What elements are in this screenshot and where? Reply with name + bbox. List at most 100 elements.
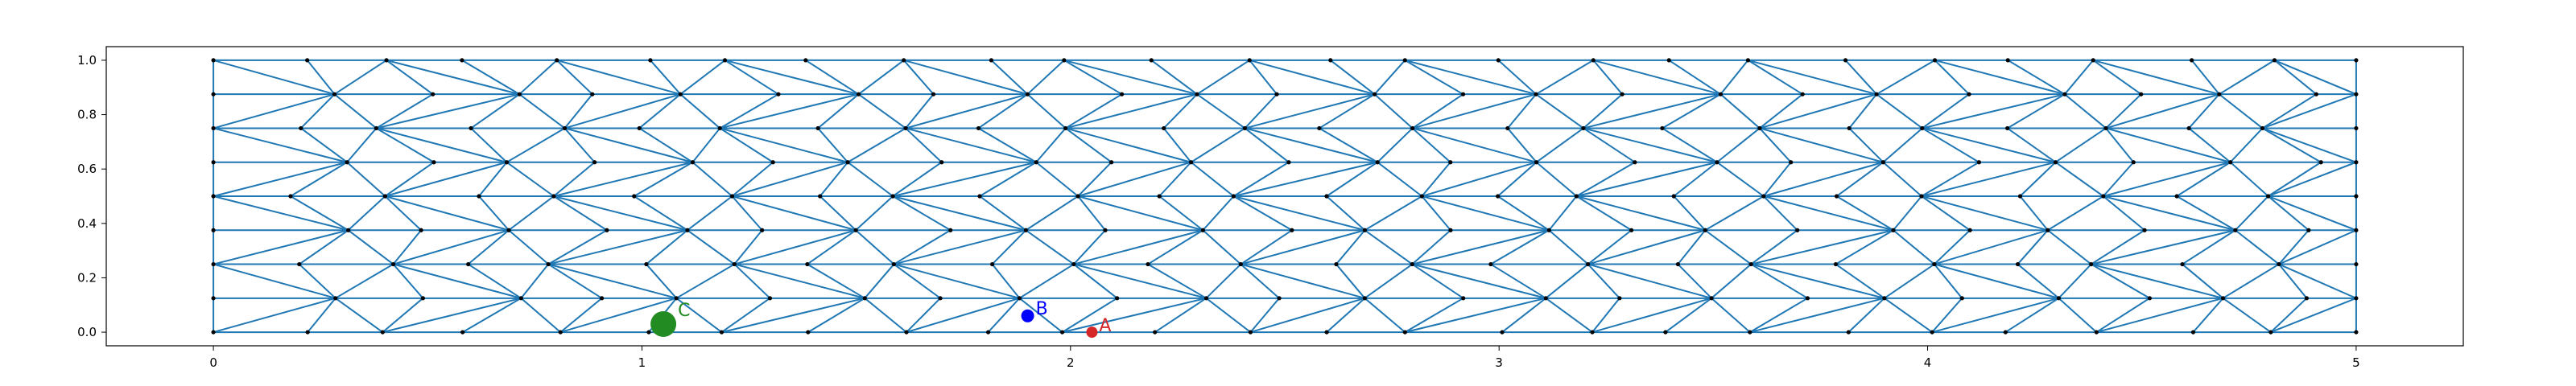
- mesh-node: [1620, 92, 1624, 96]
- mesh-edge: [1244, 127, 1290, 163]
- mesh-edge: [1848, 93, 1877, 129]
- mesh-edge: [855, 229, 895, 265]
- mesh-node: [2131, 160, 2136, 165]
- mesh-edge: [2262, 127, 2322, 163]
- mesh-edge: [1716, 161, 1765, 197]
- y-tick-label: 1.0: [77, 53, 97, 68]
- mesh-edge: [1233, 195, 1365, 232]
- mesh-edge: [2230, 161, 2269, 197]
- mesh-node: [211, 228, 216, 232]
- mesh-node: [558, 330, 563, 335]
- mesh-node: [1703, 228, 1707, 232]
- mesh-node: [2180, 261, 2185, 267]
- mesh-edge: [559, 297, 677, 334]
- mesh-edge: [1575, 161, 1636, 197]
- mesh-edge: [2091, 263, 2150, 299]
- mesh-edge: [2017, 263, 2060, 299]
- mesh-edge: [306, 60, 336, 95]
- mesh-node: [2354, 58, 2359, 63]
- mesh-edge: [1319, 93, 1376, 129]
- mesh-node: [211, 296, 216, 301]
- mesh-node: [1277, 296, 1282, 301]
- mesh-edge: [720, 93, 859, 129]
- mesh-node: [845, 160, 850, 165]
- mesh-edge: [734, 263, 865, 299]
- mesh-node: [390, 261, 396, 267]
- mesh-edge: [1934, 263, 2059, 299]
- mesh-edge: [903, 59, 1028, 96]
- mesh-edge: [1364, 195, 1422, 232]
- mesh-node: [1617, 296, 1622, 301]
- marker-b-label: B: [1036, 299, 1048, 319]
- mesh-node: [1410, 125, 1415, 131]
- mesh-edge: [1583, 93, 1721, 129]
- mesh-node: [985, 330, 991, 335]
- mesh-edge: [2182, 263, 2224, 299]
- mesh-edge: [2219, 60, 2275, 96]
- mesh-node: [806, 330, 811, 335]
- mesh-node: [1203, 296, 1209, 301]
- mesh-edge: [333, 93, 378, 129]
- mesh-edge: [564, 127, 693, 163]
- mesh-node: [460, 58, 464, 63]
- mesh-edge: [1077, 195, 1106, 231]
- mesh-edge: [384, 195, 422, 231]
- mesh-node: [1709, 296, 1714, 301]
- mesh-edge: [1750, 229, 1894, 265]
- mesh-edge: [1412, 263, 1546, 299]
- mesh-node: [1581, 125, 1586, 131]
- mesh-edge: [991, 229, 1027, 265]
- mesh-edge: [1677, 229, 1707, 265]
- mesh-node: [506, 228, 511, 232]
- mesh-edge: [1931, 298, 1963, 333]
- mesh-node: [2354, 228, 2359, 232]
- mesh-edge: [2278, 263, 2357, 299]
- mesh-node: [2005, 125, 2010, 131]
- mesh-node: [1448, 160, 1453, 165]
- mesh-node: [646, 330, 651, 335]
- mesh-edge: [1922, 127, 1979, 163]
- mesh-edge: [2270, 298, 2308, 333]
- mesh-edge: [857, 60, 905, 95]
- mesh-edge: [346, 127, 378, 163]
- mesh-edge: [902, 60, 935, 95]
- mesh-edge: [720, 298, 771, 333]
- mesh-edge: [2058, 298, 2098, 333]
- mesh-edge: [1884, 298, 1933, 333]
- mesh-edge: [691, 127, 721, 163]
- mesh-edge: [2235, 229, 2280, 265]
- mesh-edge: [1191, 127, 1246, 163]
- mesh-node: [976, 125, 981, 131]
- mesh-edge: [2262, 127, 2357, 163]
- mesh-edge: [892, 161, 943, 197]
- mesh-node: [1882, 296, 1887, 301]
- mesh-edge: [470, 127, 508, 163]
- mesh-edge: [1673, 195, 1707, 231]
- mesh-node: [2268, 330, 2273, 335]
- mesh-edge: [906, 298, 941, 333]
- mesh-edge: [478, 162, 508, 197]
- mesh-edge: [1412, 93, 1464, 129]
- mesh-node: [477, 194, 481, 199]
- mesh-node: [1402, 330, 1407, 335]
- mesh-edge: [1934, 229, 2049, 265]
- mesh-edge: [1750, 229, 1798, 265]
- mesh-edge: [819, 195, 857, 231]
- mesh-edge: [1196, 60, 1250, 96]
- mesh-edge: [382, 298, 424, 333]
- mesh-edge: [1593, 59, 1721, 96]
- mesh-node: [1149, 58, 1154, 63]
- mesh-edge: [1835, 161, 1884, 197]
- mesh-edge: [1065, 93, 1198, 129]
- mesh-edge: [1847, 298, 1885, 333]
- mesh-edge: [892, 195, 1026, 232]
- mesh-edge: [1065, 127, 1113, 163]
- mesh-edge: [2105, 127, 2231, 163]
- mesh-edge: [299, 229, 349, 265]
- mesh-edge: [1882, 161, 1922, 197]
- mesh-node: [1967, 92, 1971, 96]
- mesh-edge: [1405, 59, 1537, 96]
- mesh-edge: [520, 298, 561, 333]
- mesh-edge: [213, 263, 336, 299]
- mesh-edge: [508, 195, 555, 232]
